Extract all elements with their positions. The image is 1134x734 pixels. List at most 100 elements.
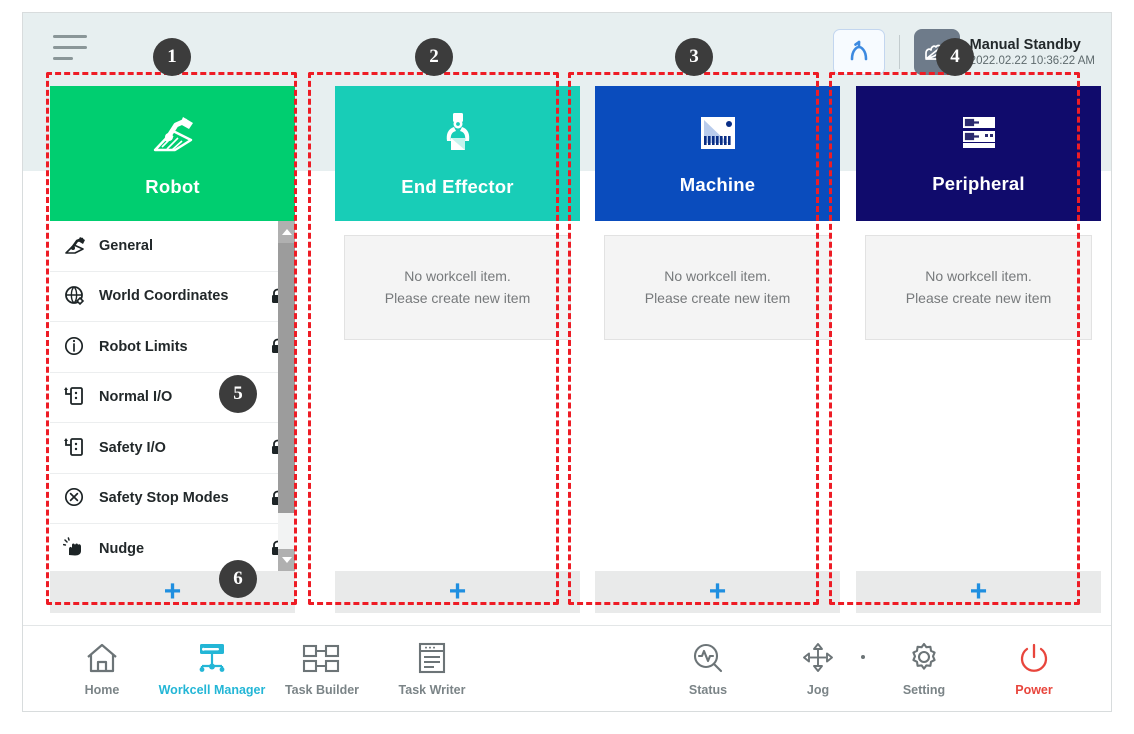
scroll-down-icon[interactable] — [278, 549, 295, 571]
nav-item-setting[interactable]: Setting — [869, 631, 979, 707]
list-item-label: Safety Stop Modes — [99, 490, 229, 507]
hand-nudge-icon — [62, 536, 88, 562]
nav-item-power[interactable]: Power — [979, 631, 1089, 707]
gear-icon — [907, 640, 941, 674]
jog-dpad-icon — [801, 640, 835, 674]
list-item-label: Safety I/O — [99, 439, 166, 456]
robot-arm-icon — [62, 233, 88, 259]
column-header-end-effector[interactable]: End Effector — [335, 86, 580, 221]
column-title: Peripheral — [932, 173, 1025, 194]
nav-label: Workcell Manager — [158, 683, 266, 697]
scroll-up-icon[interactable] — [278, 221, 295, 243]
home-icon — [85, 640, 119, 674]
workcell-column-robot: Robot — [50, 86, 295, 613]
limits-circle-icon — [62, 334, 88, 360]
list-scrollbar[interactable] — [278, 221, 295, 571]
nav-item-workcell-manager[interactable]: Workcell Manager — [157, 631, 267, 707]
list-item-label: General — [99, 237, 153, 254]
list-item[interactable]: Safety I/O — [50, 423, 295, 474]
status-cluster: Manual Standby 2022.02.22 10:36:22 AM — [832, 25, 1095, 79]
list-item-label: Robot Limits — [99, 338, 188, 355]
plus-icon: + — [448, 575, 467, 608]
column-title: Robot — [145, 176, 200, 197]
robot-settings-list: General World Coordinates — [50, 221, 295, 571]
hamburger-line — [53, 35, 87, 38]
list-item[interactable]: Safety Stop Modes — [50, 474, 295, 524]
list-item[interactable]: Nudge — [50, 524, 295, 571]
workcell-manager-icon — [192, 640, 232, 674]
annotation-badge-5: 5 — [219, 375, 257, 413]
scrollbar-thumb[interactable] — [278, 243, 295, 513]
nav-item-status[interactable]: Status — [653, 631, 763, 707]
empty-state: No workcell item. Please create new item — [865, 235, 1092, 340]
list-item-label: World Coordinates — [99, 288, 229, 305]
add-machine-item-button[interactable]: + — [595, 571, 840, 613]
list-item[interactable]: General — [50, 221, 295, 272]
plus-icon: + — [163, 575, 182, 608]
nav-item-task-writer[interactable]: Task Writer — [377, 631, 487, 707]
peripheral-rack-icon — [953, 112, 1005, 161]
column-header-machine[interactable]: Machine — [595, 86, 840, 221]
nav-item-jog[interactable]: Jog — [763, 631, 873, 707]
add-robot-item-button[interactable]: + — [50, 571, 295, 613]
list-item[interactable]: Robot Limits — [50, 322, 295, 373]
empty-line-2: Please create new item — [905, 289, 1052, 306]
nav-label: Task Builder — [284, 683, 360, 697]
globe-coordinate-icon — [62, 283, 88, 309]
hamburger-menu-icon[interactable] — [53, 35, 95, 69]
nav-item-home[interactable]: Home — [47, 631, 157, 707]
gripper-icon — [432, 109, 484, 164]
annotation-badge-3: 3 — [675, 38, 713, 76]
empty-state: No workcell item. Please create new item — [604, 235, 831, 340]
workcell-column-machine: Machine No workcell item. Please create … — [595, 86, 840, 613]
io-port-icon — [62, 384, 88, 410]
device-frame: Manual Standby 2022.02.22 10:36:22 AM — [22, 12, 1112, 712]
separator-dot — [861, 654, 865, 659]
add-end-effector-item-button[interactable]: + — [335, 571, 580, 613]
plus-icon: + — [969, 575, 988, 608]
empty-state: No workcell item. Please create new item — [344, 235, 571, 340]
task-writer-icon — [416, 640, 448, 674]
workcell-column-end-effector: End Effector No workcell item. Please cr… — [335, 86, 580, 613]
column-title: Machine — [679, 174, 756, 195]
column-header-robot[interactable]: Robot — [50, 86, 295, 221]
nav-label: Task Writer — [398, 683, 466, 697]
column-body-peripheral: No workcell item. Please create new item — [856, 221, 1101, 571]
add-peripheral-item-button[interactable]: + — [856, 571, 1101, 613]
machine-icon — [694, 111, 742, 162]
empty-line-1: No workcell item. — [664, 267, 771, 284]
annotation-badge-4: 4 — [936, 38, 974, 76]
power-icon — [1018, 640, 1050, 674]
list-item[interactable]: Normal I/O — [50, 373, 295, 423]
mode-title: Manual Standby — [969, 36, 1081, 53]
status-scope-icon — [691, 640, 725, 674]
nav-label: Setting — [902, 683, 946, 697]
divider — [898, 35, 900, 69]
column-title: End Effector — [401, 176, 514, 197]
list-item-label: Nudge — [99, 540, 145, 557]
hamburger-line — [53, 57, 73, 60]
caret-up-icon — [281, 229, 292, 235]
column-header-peripheral[interactable]: Peripheral — [856, 86, 1101, 221]
workcell-columns: Robot — [23, 13, 1111, 627]
bottom-nav-left: Home — [23, 631, 487, 707]
annotation-badge-6: 6 — [219, 560, 257, 598]
caret-down-icon — [281, 557, 292, 563]
nav-label: Status — [688, 683, 728, 697]
list-item[interactable]: World Coordinates — [50, 272, 295, 322]
nav-label: Jog — [806, 683, 830, 697]
hamburger-line — [53, 46, 87, 49]
robot-arm-icon — [145, 109, 201, 164]
empty-line-2: Please create new item — [384, 289, 531, 306]
stop-x-icon — [62, 485, 88, 511]
nav-item-task-builder[interactable]: Task Builder — [267, 631, 377, 707]
bottom-navigation: Home — [23, 625, 1111, 711]
empty-line-1: No workcell item. — [404, 267, 511, 284]
mode-timestamp: 2022.02.22 10:36:22 AM — [969, 54, 1095, 67]
bottom-nav-right: Status Jog — [653, 631, 1111, 707]
empty-line-1: No workcell item. — [925, 267, 1032, 284]
robot-reset-icon[interactable] — [832, 29, 885, 75]
workcell-column-peripheral: Peripheral No workcell item. Please crea… — [856, 86, 1101, 613]
mode-status: Manual Standby 2022.02.22 10:36:22 AM — [970, 36, 1095, 69]
